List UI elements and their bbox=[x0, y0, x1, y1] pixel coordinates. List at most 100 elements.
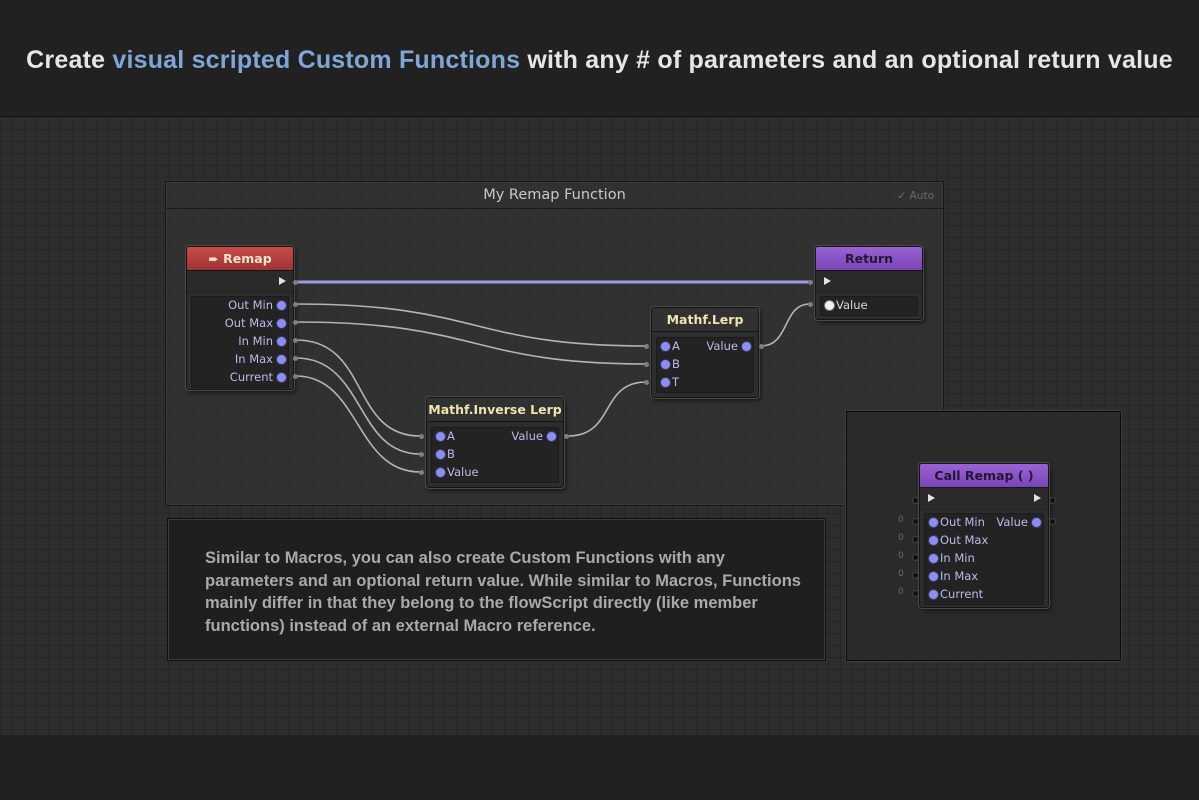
return-node[interactable]: Return Value bbox=[815, 246, 923, 320]
port-connector-dot[interactable] bbox=[644, 344, 649, 349]
port-connector-dot[interactable] bbox=[293, 302, 298, 307]
port-row[interactable]: In Max bbox=[192, 351, 288, 369]
port-connector-dot[interactable] bbox=[564, 434, 569, 439]
call-remap-flow-row bbox=[920, 488, 1048, 510]
port-label: B bbox=[672, 357, 680, 371]
port-label: Value bbox=[706, 339, 738, 353]
port-dot-icon[interactable] bbox=[929, 572, 938, 581]
port-connector-dot[interactable] bbox=[293, 374, 298, 379]
port-connector-dot[interactable] bbox=[644, 362, 649, 367]
port-label: In Min bbox=[238, 334, 273, 348]
port-row[interactable]: Current bbox=[925, 586, 1043, 604]
port-connector-dot[interactable] bbox=[808, 302, 813, 307]
port-label: Current bbox=[940, 587, 984, 601]
port-dot-icon[interactable] bbox=[277, 373, 286, 382]
default-value[interactable]: 0 bbox=[898, 587, 904, 597]
port-dot-icon[interactable] bbox=[825, 301, 834, 310]
remap-flow-row bbox=[187, 271, 293, 293]
port-label: B bbox=[447, 447, 455, 461]
port-dot-icon[interactable] bbox=[661, 378, 670, 387]
port-connector-dot[interactable] bbox=[759, 344, 764, 349]
port-label: Out Max bbox=[940, 533, 989, 547]
port-dot-icon[interactable] bbox=[277, 337, 286, 346]
port-dot-icon[interactable] bbox=[277, 355, 286, 364]
default-value[interactable]: 0 bbox=[898, 569, 904, 579]
port-label: In Min bbox=[940, 551, 975, 565]
banner-footer bbox=[0, 735, 1199, 800]
port-dot-icon[interactable] bbox=[661, 342, 670, 351]
port-row[interactable]: Out Max bbox=[925, 532, 1043, 550]
port-connector-dot[interactable] bbox=[293, 338, 298, 343]
port-dot-icon[interactable] bbox=[929, 518, 938, 527]
port-dot-icon[interactable] bbox=[436, 432, 445, 441]
port-label: Value bbox=[511, 429, 543, 443]
port-row[interactable]: B bbox=[657, 356, 753, 374]
port-connector-dot[interactable] bbox=[913, 519, 918, 524]
default-value[interactable]: 0 bbox=[898, 515, 904, 525]
auto-toggle[interactable]: ✓ Auto bbox=[897, 190, 934, 202]
port-label: T bbox=[672, 375, 680, 389]
port-dot-icon[interactable] bbox=[661, 360, 670, 369]
headline-prefix: Create bbox=[26, 46, 113, 74]
return-node-title: Return bbox=[816, 247, 922, 271]
port-connector-dot[interactable] bbox=[293, 356, 298, 361]
port-row[interactable]: B bbox=[432, 446, 558, 464]
port-dot-icon[interactable] bbox=[929, 536, 938, 545]
port-dot-icon[interactable] bbox=[436, 468, 445, 477]
port-connector-dot[interactable] bbox=[913, 591, 918, 596]
port-row[interactable]: In Min bbox=[925, 550, 1043, 568]
port-row[interactable]: Out Max bbox=[192, 315, 288, 333]
remap-node[interactable]: ➨ Remap Out Min Out Max In Min In Max Cu… bbox=[186, 246, 294, 390]
flow-connector-dot[interactable] bbox=[1050, 498, 1055, 503]
port-connector-dot[interactable] bbox=[419, 452, 424, 457]
port-dot-icon[interactable] bbox=[742, 342, 751, 351]
port-dot-icon[interactable] bbox=[1032, 518, 1041, 527]
port-row[interactable]: In Min bbox=[192, 333, 288, 351]
port-connector-dot[interactable] bbox=[293, 320, 298, 325]
default-value[interactable]: 0 bbox=[898, 551, 904, 561]
remap-node-title: ➨ Remap bbox=[187, 247, 293, 271]
return-ports: Value bbox=[820, 296, 918, 316]
port-dot-icon[interactable] bbox=[436, 450, 445, 459]
flow-connector-dot[interactable] bbox=[808, 280, 813, 285]
group-title: My Remap Function bbox=[166, 182, 943, 209]
port-dot-icon[interactable] bbox=[277, 319, 286, 328]
port-connector-dot[interactable] bbox=[913, 573, 918, 578]
port-connector-dot[interactable] bbox=[644, 380, 649, 385]
port-connector-dot[interactable] bbox=[419, 470, 424, 475]
port-row[interactable]: Value bbox=[821, 297, 917, 315]
port-connector-dot[interactable] bbox=[1050, 519, 1055, 524]
flow-in-arrow-icon[interactable] bbox=[928, 494, 935, 502]
flow-in-arrow-icon[interactable] bbox=[824, 277, 831, 285]
flow-out-arrow-icon[interactable] bbox=[1034, 494, 1041, 502]
headline: Create visual scripted Custom Functions … bbox=[0, 46, 1199, 75]
port-connector-dot[interactable] bbox=[913, 555, 918, 560]
flow-connector-dot[interactable] bbox=[293, 280, 298, 285]
port-row[interactable]: Current bbox=[192, 369, 288, 387]
port-row[interactable]: Out Min bbox=[192, 297, 288, 315]
port-dot-icon[interactable] bbox=[547, 432, 556, 441]
port-dot-icon[interactable] bbox=[929, 554, 938, 563]
description-text: Similar to Macros, you can also create C… bbox=[205, 549, 801, 635]
call-remap-node-title: Call Remap ( ) bbox=[920, 464, 1048, 488]
port-row[interactable]: Value bbox=[432, 464, 558, 482]
port-row[interactable]: T bbox=[657, 374, 753, 392]
port-dot-icon[interactable] bbox=[929, 590, 938, 599]
default-value[interactable]: 0 bbox=[898, 533, 904, 543]
port-connector-dot[interactable] bbox=[913, 537, 918, 542]
port-label: In Max bbox=[234, 352, 273, 366]
port-connector-dot[interactable] bbox=[419, 434, 424, 439]
flow-out-arrow-icon[interactable] bbox=[279, 277, 286, 285]
port-row[interactable]: In Max bbox=[925, 568, 1043, 586]
port-dot-icon[interactable] bbox=[277, 301, 286, 310]
flow-connector-dot[interactable] bbox=[913, 498, 918, 503]
